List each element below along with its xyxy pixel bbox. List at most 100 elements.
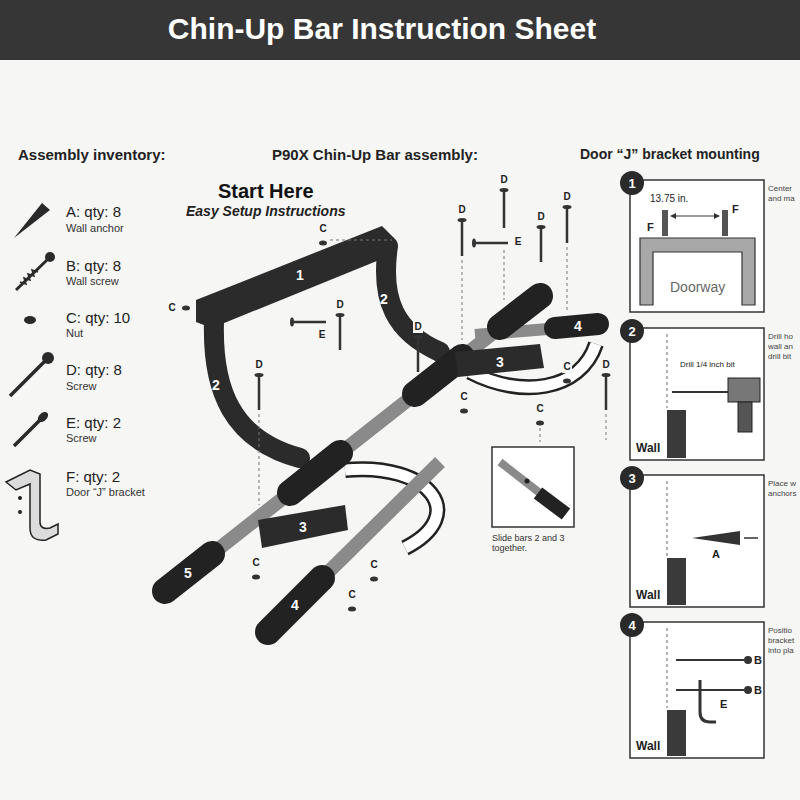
screw (417, 337, 420, 372)
inset-box (492, 447, 574, 527)
label-text: Wall (636, 589, 660, 603)
label-text: Door “J” bracket mounting (580, 146, 760, 162)
label-text: Positio (768, 626, 792, 635)
arrowhead (670, 213, 676, 219)
label-text: Easy Setup Instructions (186, 203, 345, 219)
step-circle: 1 (620, 171, 644, 195)
part-number: 4 (574, 318, 582, 334)
part-number: 3 (299, 519, 307, 535)
screw-icon (14, 420, 40, 446)
screw (503, 190, 506, 228)
label-text: A (712, 548, 720, 561)
bracket-hole (18, 510, 22, 514)
label-text: B (754, 654, 762, 667)
screws (259, 190, 606, 410)
screw (292, 321, 326, 324)
nut (460, 409, 468, 414)
screw-head (744, 656, 752, 664)
bracket-hole (18, 496, 22, 500)
hardware-letter: C (459, 391, 468, 403)
step-panels (630, 180, 764, 758)
wall-line (667, 334, 668, 408)
screw-icon (10, 360, 46, 396)
nut (252, 575, 260, 580)
nut (563, 379, 571, 384)
label-text: P90X Chin-Up Bar assembly: (272, 146, 478, 163)
screw-thread (20, 270, 38, 284)
nuts (182, 241, 571, 612)
title-banner (0, 0, 800, 60)
guide-line (462, 260, 463, 340)
arrowhead (714, 213, 720, 219)
hardware-letter: D (601, 359, 610, 371)
label-text: Assembly inventory: (18, 146, 166, 163)
bar-part (386, 246, 440, 352)
direction-line (744, 537, 758, 539)
label-text: F (647, 221, 654, 234)
part-number: 1 (296, 267, 304, 283)
wall-line (667, 628, 668, 708)
wall-line (667, 481, 668, 556)
wall-screw (676, 659, 744, 661)
part-number: 4 (291, 597, 299, 613)
foam-grip (500, 296, 540, 327)
hardware-letter: C (562, 361, 571, 373)
label-text: F: qty: 2 (66, 468, 120, 485)
step-panel (630, 328, 764, 460)
guide-line (606, 414, 607, 440)
screw-head (336, 313, 345, 317)
label-text: Door “J” bracket (66, 486, 145, 499)
part-number: 3 (496, 354, 504, 370)
step-circle: 2 (620, 319, 644, 343)
label-text: B: qty: 8 (66, 257, 121, 274)
hardware-letter: C (251, 557, 260, 569)
label-text: E (720, 698, 727, 711)
foam-grip (415, 357, 462, 394)
guide-line (540, 428, 541, 442)
foam-grip (165, 554, 212, 591)
bar-part (196, 226, 394, 328)
foam-grip (268, 578, 322, 632)
wall-anchor (692, 531, 740, 545)
step-number: 1 (628, 177, 635, 190)
bar-assembly (160, 226, 598, 632)
screw-head (458, 218, 467, 222)
label-text: Place w (768, 479, 796, 488)
screw-head (45, 252, 55, 262)
step-panel (630, 622, 764, 758)
label-text: Wall (636, 442, 660, 456)
walls (667, 410, 686, 756)
screw-icon (16, 259, 48, 290)
label-text: Doorway (670, 279, 725, 295)
j-bracket (722, 210, 728, 236)
inset-hole (525, 479, 530, 484)
bar-part (214, 322, 300, 458)
hardware-letter: E (318, 329, 327, 341)
part-number: 2 (212, 377, 220, 393)
label-text: Wall anchor (66, 222, 124, 235)
label-text: Center (768, 184, 792, 193)
label-text: anchors (768, 489, 796, 498)
nut (182, 306, 190, 311)
label-text: F (732, 203, 739, 216)
screw-head (744, 686, 752, 694)
screw-head (42, 352, 54, 364)
screw-head (36, 410, 50, 424)
guide-line (259, 414, 260, 505)
label-text: Start Here (218, 180, 314, 203)
label-text: C: qty: 10 (66, 309, 130, 326)
label-text: Slide bars 2 and 3 together. (492, 533, 587, 554)
screw-head (537, 225, 546, 229)
label-text: D: qty: 8 (66, 361, 122, 378)
screw-head (414, 335, 423, 339)
label-text: A: qty: 8 (66, 203, 121, 220)
hardware-letter: D (457, 204, 466, 216)
foam-grip (290, 453, 340, 493)
nut (348, 607, 356, 612)
screw-head (602, 373, 611, 377)
screw-head (563, 205, 572, 209)
label-text: into pla (768, 646, 794, 655)
drill-handle (738, 402, 752, 432)
screw (461, 220, 464, 256)
